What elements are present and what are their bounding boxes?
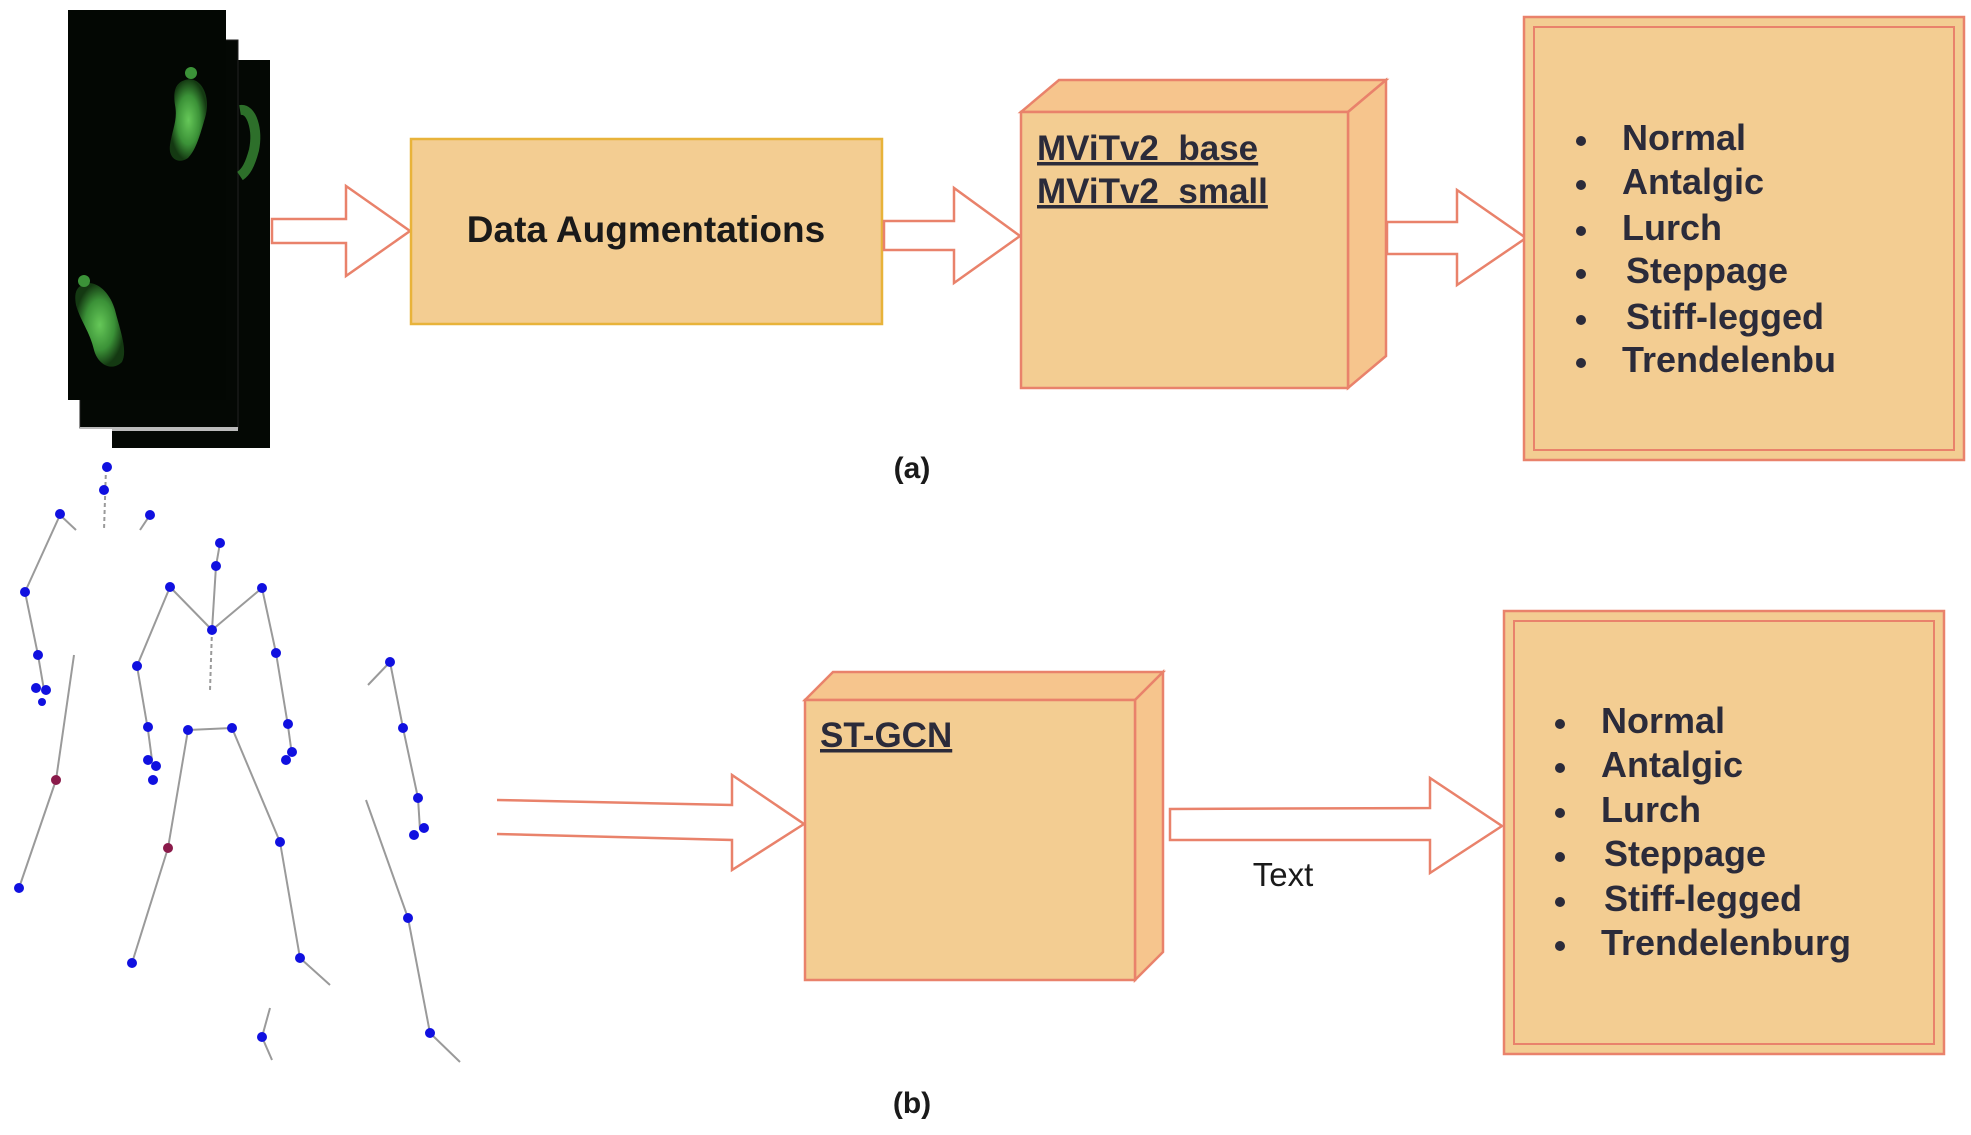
class-bullets-a <box>1576 136 1586 368</box>
class-item-b: Stiff-legged <box>1604 878 1802 919</box>
arrow-stgcn-to-classes <box>1168 775 1505 876</box>
model-name-small: MViTv2_small <box>1037 172 1268 211</box>
class-list-box-b: Normal Antalgic Lurch Steppage Stiff-leg… <box>1502 609 1946 1056</box>
class-item-a: Stiff-legged <box>1626 296 1824 337</box>
model-name-base: MViTv2_base <box>1037 129 1258 168</box>
class-item-b: Lurch <box>1601 789 1701 830</box>
arrow-skeleton-to-stgcn <box>496 772 807 873</box>
class-item-a: Antalgic <box>1622 161 1764 202</box>
class-item-b: Normal <box>1601 700 1725 741</box>
panel-a-caption: (a) <box>894 452 931 485</box>
stgcn-model-box: ST-GCN <box>801 668 1167 984</box>
class-item-a: Trendelenbu <box>1622 339 1836 380</box>
class-list-box-a: Normal Antalgic Lurch Steppage Stiff-leg… <box>1522 15 1966 462</box>
panel-b-caption: (b) <box>893 1087 931 1120</box>
arrow-model-to-classes-a <box>1385 187 1529 288</box>
arrow-label: Text <box>1253 856 1314 893</box>
class-item-b: Antalgic <box>1601 744 1743 785</box>
class-item-b: Steppage <box>1604 833 1766 874</box>
class-item-a: Steppage <box>1626 250 1788 291</box>
augmentation-box: Data Augmentations <box>409 137 884 326</box>
class-item-a: Normal <box>1622 117 1746 158</box>
augmentation-label: Data Augmentations <box>467 209 825 250</box>
skeleton-joints <box>14 462 435 1042</box>
class-item-a: Lurch <box>1622 207 1722 248</box>
stgcn-model-name: ST-GCN <box>820 716 952 755</box>
class-bullets-b <box>1555 719 1565 951</box>
skeleton-pose-graph-icon <box>18 467 461 1063</box>
mvit-model-box: MViTv2_base MViTv2_small <box>1017 77 1390 391</box>
arrow-augmentation-to-model <box>882 185 1023 286</box>
class-item-b: Trendelenburg <box>1601 922 1851 963</box>
footprint-frame-stack-icon <box>68 10 270 448</box>
arrow-frames-to-augmentation <box>270 183 413 279</box>
